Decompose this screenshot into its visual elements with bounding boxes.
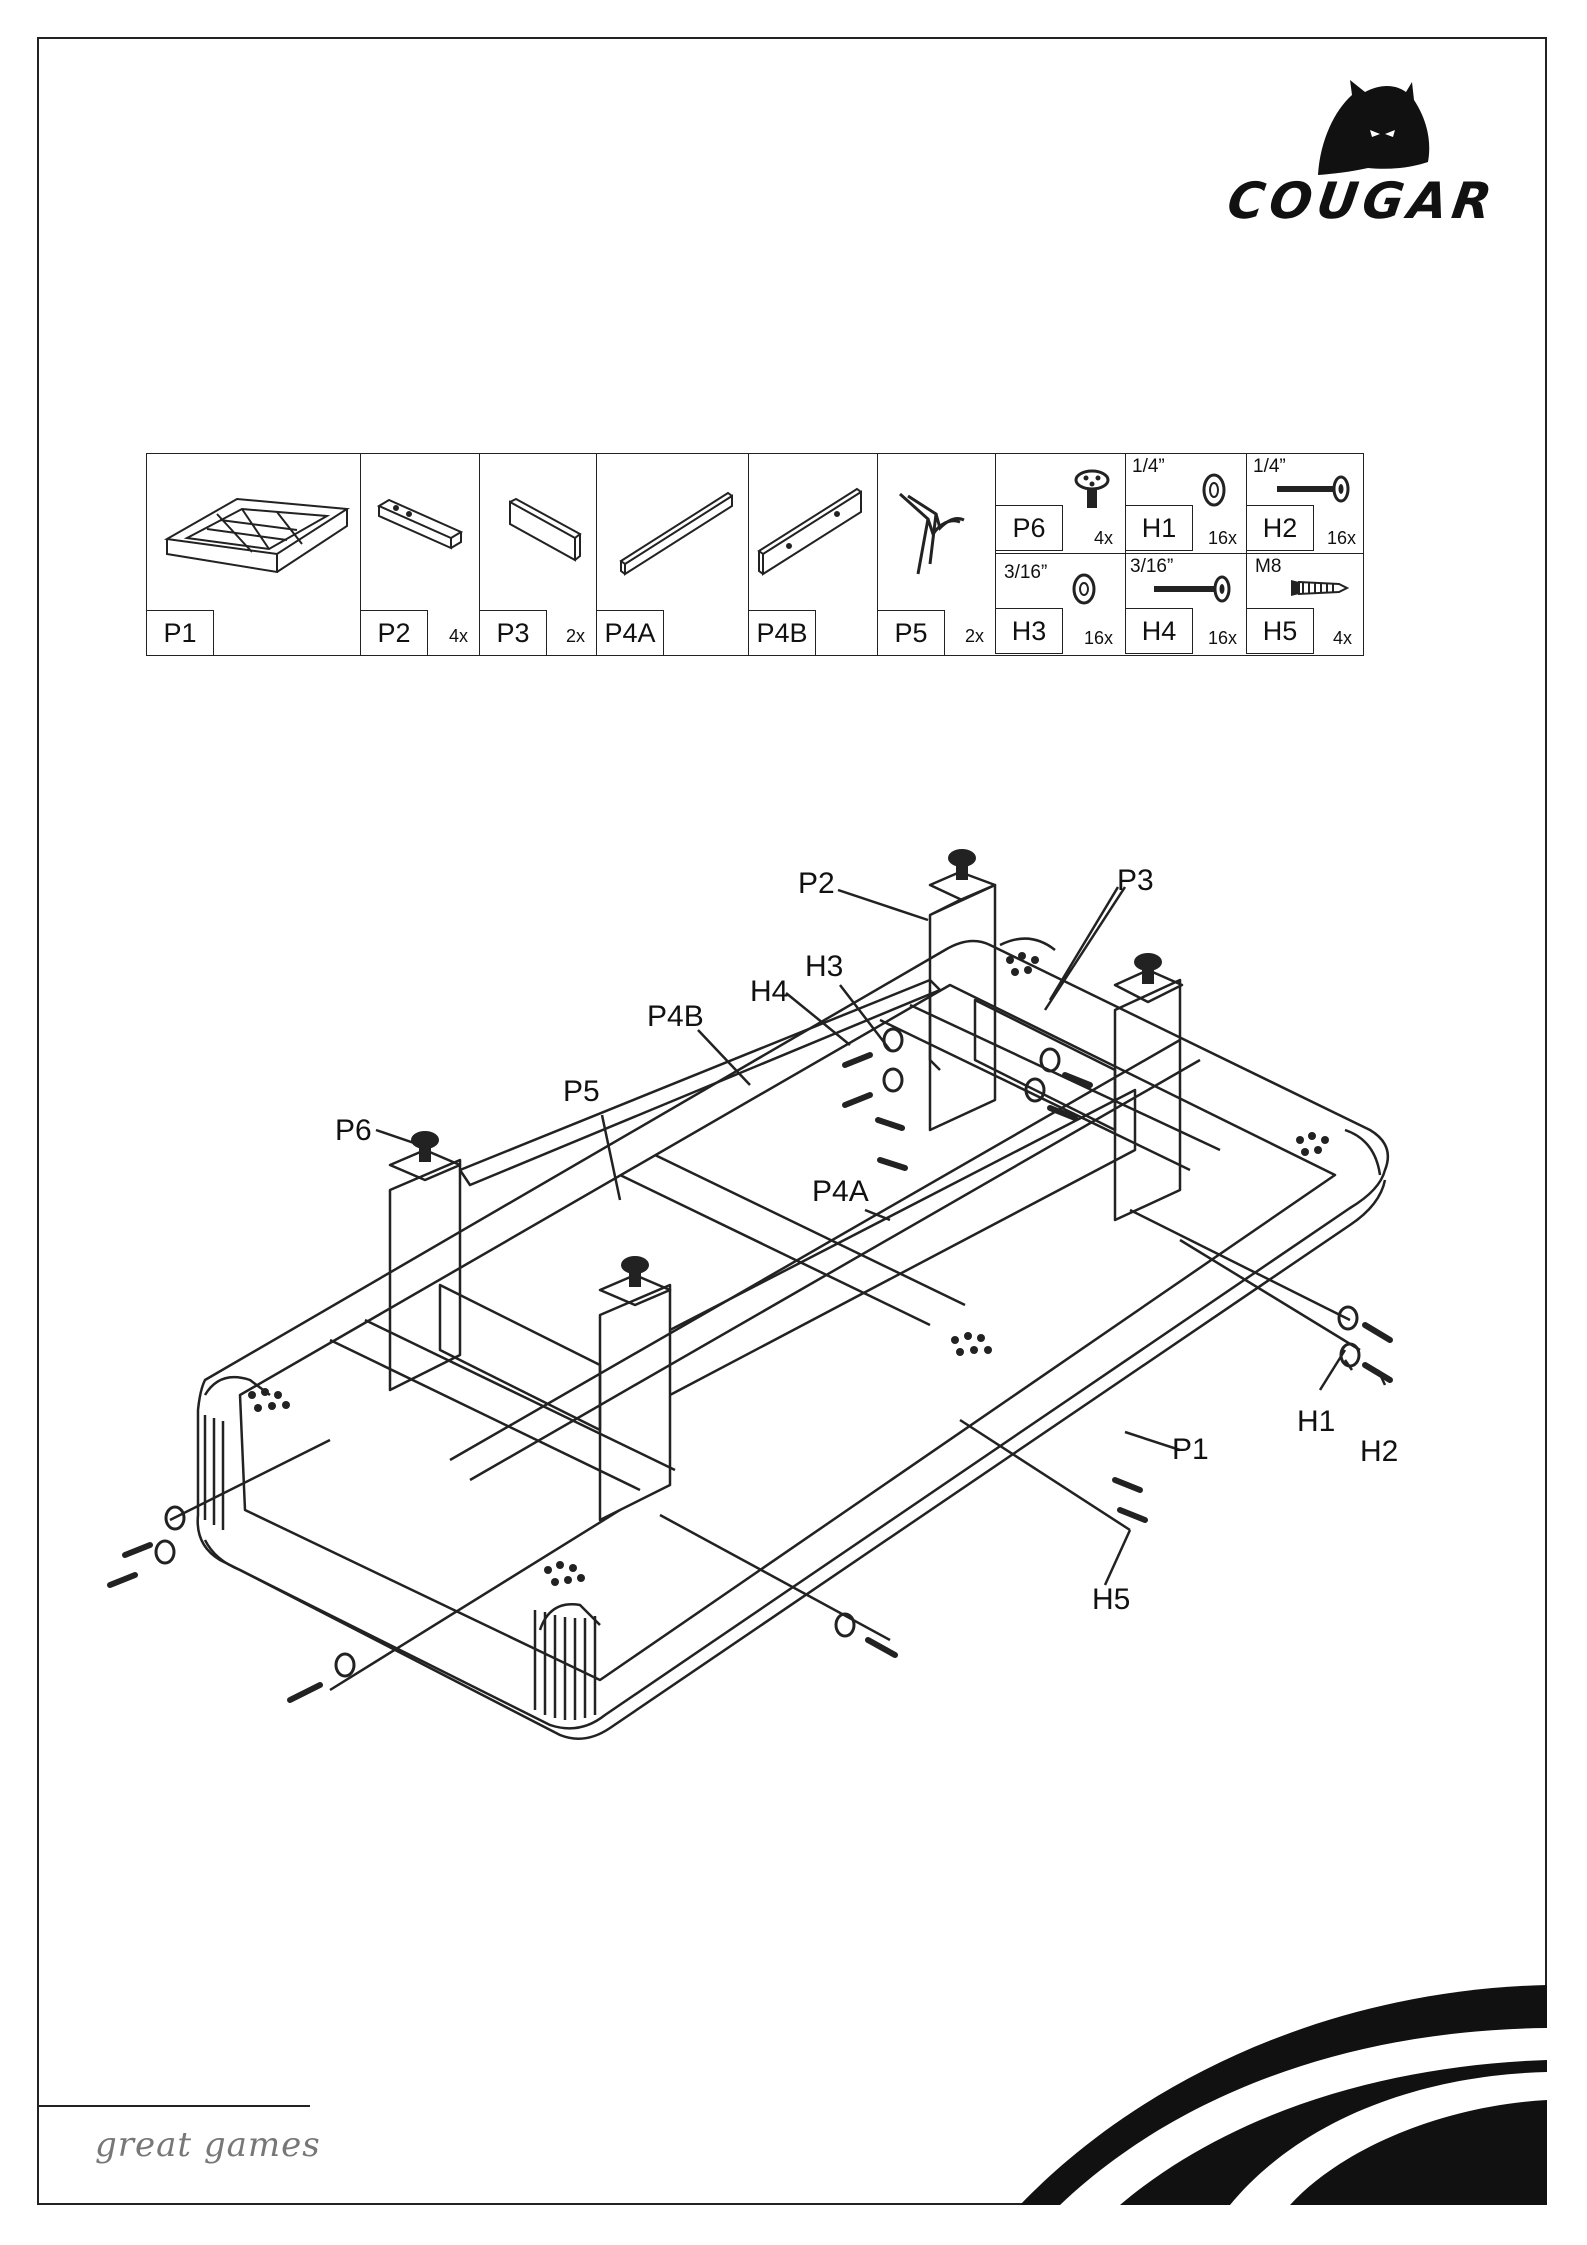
leveling-feet bbox=[411, 849, 1162, 1287]
callout-p1: P1 bbox=[1172, 1433, 1209, 1467]
leg-right bbox=[1115, 980, 1180, 1220]
panel-p4a bbox=[440, 1090, 1135, 1430]
leg-back bbox=[930, 885, 995, 1130]
cross-rail-1 bbox=[330, 1320, 675, 1490]
callout-p4b: P4B bbox=[647, 1000, 704, 1034]
callout-h2: H2 bbox=[1360, 1435, 1398, 1469]
callout-p6: P6 bbox=[335, 1114, 372, 1148]
corner-ribs-left bbox=[205, 1415, 223, 1530]
pocket-right bbox=[1345, 1130, 1380, 1175]
pocket-back bbox=[1000, 939, 1055, 950]
frame-outer bbox=[198, 941, 1388, 1728]
corner-ribs-front bbox=[535, 1610, 595, 1720]
leader-lines bbox=[376, 887, 1385, 1585]
pocket-left bbox=[205, 1377, 270, 1395]
callout-p2: P2 bbox=[798, 867, 835, 901]
footer-tagline: great games bbox=[95, 2125, 321, 2165]
callout-h1: H1 bbox=[1297, 1405, 1335, 1439]
leg-front bbox=[600, 1285, 670, 1520]
callout-p4a: P4A bbox=[812, 1175, 869, 1209]
callout-h4: H4 bbox=[750, 975, 788, 1009]
footer-rule bbox=[37, 2105, 310, 2107]
callout-h5: H5 bbox=[1092, 1583, 1130, 1617]
pocket-front bbox=[540, 1604, 600, 1630]
callout-p5: P5 bbox=[563, 1075, 600, 1109]
callout-h3: H3 bbox=[805, 950, 843, 984]
cross-rail-2 bbox=[620, 1155, 965, 1325]
callout-p3: P3 bbox=[1117, 864, 1154, 898]
